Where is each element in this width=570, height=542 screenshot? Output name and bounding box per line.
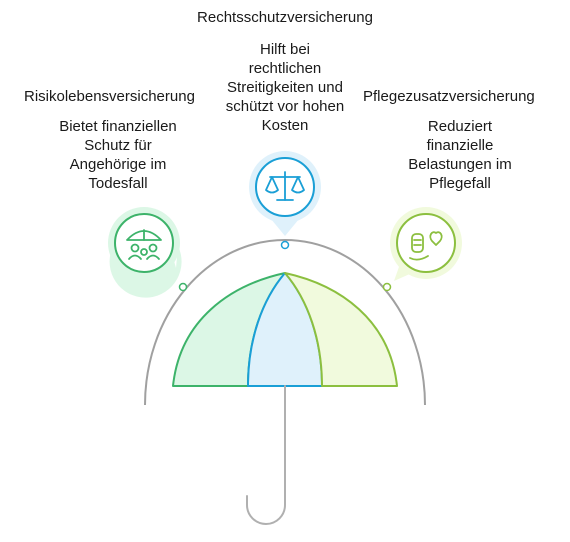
description-risikolebensversicherung: Bietet finanziellen Schutz für Angehörig… [38, 117, 198, 193]
description-pflegezusatzversicherung: Reduziert finanzielle Belastungen im Pfl… [380, 117, 540, 193]
description-line: Hilft bei [259, 41, 311, 58]
description-line: Angehörige im [69, 156, 167, 173]
marker-rechtsschutzversicherung [249, 151, 321, 236]
description-line: Kosten [261, 117, 309, 134]
canopy-right-panel [284, 272, 398, 387]
arc-dot-left [178, 282, 188, 292]
description-line: Reduziert [427, 118, 493, 135]
title-rechtsschutzversicherung: Rechtsschutzversicherung [197, 9, 373, 26]
description-line: schützt vor hohen [225, 98, 345, 115]
description-line: Pflegefall [429, 175, 491, 192]
description-line: Todesfall [88, 175, 148, 192]
description-line: Belastungen im [408, 156, 512, 173]
care-heart-icon [409, 231, 443, 261]
title-risikolebensversicherung: Risikolebensversicherung [24, 88, 195, 105]
umbrella-handle [246, 385, 286, 525]
description-line: Bietet finanziellen [59, 118, 177, 135]
marker-risikolebensversicherung [108, 207, 182, 298]
arc-dot-right [382, 282, 392, 292]
description-line: finanzielle [426, 137, 494, 154]
family-umbrella-icon [126, 229, 162, 260]
marker-pflegezusatzversicherung [390, 207, 462, 281]
title-pflegezusatzversicherung: Pflegezusatzversicherung [363, 88, 535, 105]
description-rechtsschutzversicherung: Hilft bei rechtlichen Streitigkeiten und… [205, 40, 365, 135]
arc-dot-middle [280, 240, 290, 250]
description-line: rechtlichen [248, 60, 322, 77]
description-line: Streitigkeiten und [227, 79, 343, 96]
scales-icon [265, 171, 305, 201]
description-line: Schutz für [84, 137, 152, 154]
outer-arc [144, 239, 426, 406]
